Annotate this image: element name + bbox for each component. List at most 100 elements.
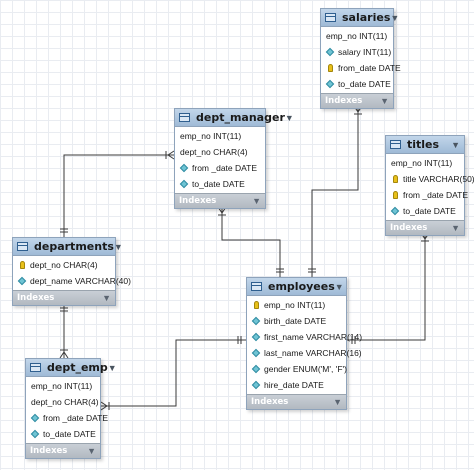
column-row[interactable]: to_date DATE <box>321 76 393 92</box>
column-label: salary INT(11) <box>338 47 392 57</box>
indexes-toggle-icon[interactable]: ▼ <box>252 196 261 206</box>
column-diamond-icon <box>180 180 189 189</box>
indexes-label: Indexes <box>30 446 68 456</box>
column-row[interactable]: title VARCHAR(50) <box>386 171 474 187</box>
column-row[interactable]: birth_date DATE <box>247 313 346 329</box>
indexes-footer[interactable]: Indexes▼ <box>175 193 265 208</box>
relationship-connector <box>60 150 175 237</box>
collapse-triangle-icon[interactable]: ▼ <box>390 12 400 23</box>
primary-key-icon <box>18 261 27 270</box>
column-row[interactable]: from _date DATE <box>26 410 108 426</box>
column-row[interactable]: gender ENUM('M', 'F') <box>247 361 347 377</box>
collapse-triangle-icon[interactable]: ▼ <box>107 362 117 373</box>
relationship-connector <box>59 303 69 359</box>
column-row[interactable]: dept_name VARCHAR(40) <box>13 273 131 289</box>
table-title: titles <box>407 138 440 151</box>
column-list: emp_no INT(11) title VARCHAR(50) from _dat… <box>386 154 474 220</box>
column-row[interactable]: first_name VARCHAR(14) <box>247 329 362 345</box>
table-header[interactable]: dept_manager▼ <box>175 109 294 127</box>
column-diamond-icon <box>18 277 27 286</box>
column-label: emp_no INT(11) <box>264 300 326 310</box>
column-row[interactable]: emp_no INT(11) <box>321 28 393 44</box>
column-row[interactable]: dept_no CHAR(4) <box>13 257 115 273</box>
column-row[interactable]: emp_no INT(11) <box>386 155 464 171</box>
column-label: hire_date DATE <box>264 380 324 390</box>
column-label: to_date DATE <box>338 79 391 89</box>
indexes-footer[interactable]: Indexes ▼ <box>26 443 100 458</box>
column-row[interactable]: from _date DATE <box>175 160 265 176</box>
indexes-footer[interactable]: Indexes ▼ <box>321 93 393 108</box>
column-row[interactable]: to_date DATE <box>26 426 100 442</box>
column-label: dept_no CHAR(4) <box>180 147 248 157</box>
relationship-connector <box>347 232 430 344</box>
table-header[interactable]: employees▼ <box>247 278 346 296</box>
column-label: last_name VARCHAR(16) <box>264 348 362 358</box>
column-list: emp_no INT(11) birth_date DATE first_name … <box>247 296 362 394</box>
indexes-footer[interactable]: Indexes ▼ <box>13 290 115 305</box>
column-diamond-icon <box>326 80 335 89</box>
indexes-footer[interactable]: Indexes ▼ <box>386 220 464 235</box>
column-row[interactable]: emp_no INT(11) <box>175 128 265 144</box>
indexes-toggle-icon[interactable]: ▼ <box>333 397 342 407</box>
column-row[interactable]: from_date DATE <box>321 60 401 76</box>
column-label: from_date DATE <box>338 63 401 73</box>
table-departments[interactable]: departments▼dept_no CHAR(4)dept_name VAR… <box>12 237 131 306</box>
primary-key-icon <box>252 301 261 310</box>
table-header[interactable]: titles ▼ <box>386 136 464 154</box>
column-row[interactable]: dept_no CHAR(4) <box>175 144 265 160</box>
column-label: from _date DATE <box>192 163 258 173</box>
indexes-footer[interactable]: Indexes ▼ <box>247 394 346 409</box>
column-diamond-icon <box>252 365 261 374</box>
column-label: to_date DATE <box>192 179 245 189</box>
column-diamond-icon <box>31 414 40 423</box>
column-diamond-icon <box>31 430 40 439</box>
table-title: dept_emp <box>47 361 108 374</box>
indexes-toggle-icon[interactable]: ▼ <box>87 446 96 456</box>
table-dept-manager[interactable]: dept_manager▼emp_no INT(11)dept_no CHAR(… <box>174 108 294 209</box>
column-row[interactable]: emp_no INT(11) <box>26 378 100 394</box>
column-label: from _date DATE <box>43 413 109 423</box>
indexes-toggle-icon[interactable]: ▼ <box>451 223 460 233</box>
indexes-toggle-icon[interactable]: ▼ <box>380 96 389 106</box>
table-salaries[interactable]: salaries▼emp_no INT(11) salary INT(11) fro… <box>320 8 401 109</box>
indexes-label: Indexes <box>390 223 428 233</box>
column-label: to_date DATE <box>43 429 96 439</box>
indexes-label: Indexes <box>325 96 363 106</box>
primary-key-icon <box>391 191 400 200</box>
indexes-toggle-icon[interactable]: ▼ <box>102 293 111 303</box>
table-header[interactable]: departments▼ <box>13 238 123 256</box>
column-diamond-icon <box>252 333 261 342</box>
table-header[interactable]: dept_emp▼ <box>26 359 117 377</box>
column-diamond-icon <box>391 207 400 216</box>
table-title: dept_manager <box>196 111 285 124</box>
table-dept-emp[interactable]: dept_emp▼emp_no INT(11)dept_no CHAR(4)fr… <box>25 358 117 459</box>
column-row[interactable]: hire_date DATE <box>247 377 346 393</box>
table-header[interactable]: salaries▼ <box>321 9 399 27</box>
column-diamond-icon <box>252 381 261 390</box>
table-icon <box>30 363 41 372</box>
column-row[interactable]: last_name VARCHAR(16) <box>247 345 362 361</box>
column-row[interactable]: dept_no CHAR(4) <box>26 394 100 410</box>
table-icon <box>390 140 401 149</box>
column-label: to_date DATE <box>403 206 456 216</box>
column-row[interactable]: emp_no INT(11) <box>247 297 346 313</box>
table-titles[interactable]: titles ▼ emp_no INT(11) title VARCHAR(50) fr… <box>385 135 474 236</box>
collapse-triangle-icon[interactable]: ▼ <box>451 139 460 150</box>
column-row[interactable]: to_date DATE <box>386 203 464 219</box>
table-icon <box>251 282 262 291</box>
collapse-triangle-icon[interactable]: ▼ <box>284 112 294 123</box>
column-label: emp_no INT(11) <box>391 158 453 168</box>
indexes-label: Indexes <box>251 397 289 407</box>
indexes-label: Indexes <box>17 293 55 303</box>
column-row[interactable]: to_date DATE <box>175 176 265 192</box>
column-row[interactable]: salary INT(11) <box>321 44 393 60</box>
column-row[interactable]: from _date DATE <box>386 187 468 203</box>
collapse-triangle-icon[interactable]: ▼ <box>334 281 344 292</box>
collapse-triangle-icon[interactable]: ▼ <box>113 241 123 252</box>
relationship-connector <box>100 336 246 411</box>
column-list: emp_no INT(11) dept_no CHAR(4) from _date … <box>175 127 265 193</box>
column-label: from _date DATE <box>403 190 469 200</box>
column-label: birth_date DATE <box>264 316 327 326</box>
table-employees[interactable]: employees▼ emp_no INT(11) birth_date DATE f… <box>246 277 362 410</box>
